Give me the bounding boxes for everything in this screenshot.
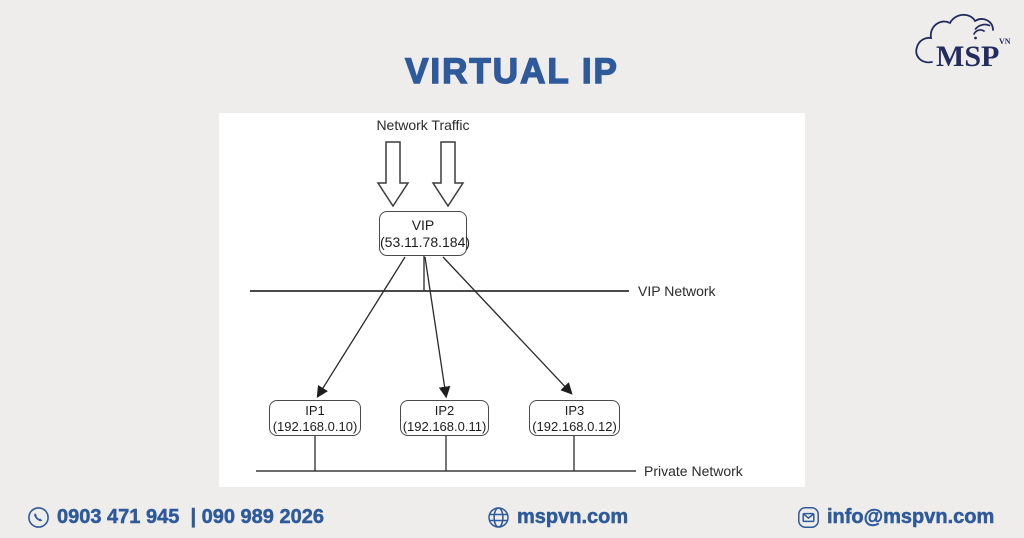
- logo-text: MSP: [936, 40, 999, 73]
- msp-logo: MSP VN: [915, 13, 1011, 73]
- ip-node-address: (192.168.0.10): [272, 418, 358, 434]
- footer-phone-numbers: 0903 471 945 | 090 989 2026: [57, 506, 324, 529]
- ip-node-name: IP3: [564, 403, 585, 418]
- footer-website-text: mspvn.com: [517, 506, 629, 529]
- ip-node-name: IP2: [434, 403, 455, 418]
- traffic-arrow-icon: [376, 141, 465, 208]
- ip-node-name: IP1: [305, 403, 325, 418]
- logo-superscript: VN: [999, 37, 1011, 46]
- cloud-icon: [915, 13, 994, 64]
- phone-icon: [28, 507, 49, 528]
- globe-icon: [488, 507, 509, 528]
- vip-network-label: VIP Network: [638, 283, 716, 299]
- ip-node-1: IP1 (192.168.0.10): [269, 400, 361, 436]
- network-traffic-label: Network Traffic: [376, 117, 470, 133]
- ip-node-3: IP3 (192.168.0.12): [529, 400, 620, 436]
- footer-phone: 0903 471 945 | 090 989 2026: [27, 506, 324, 529]
- footer-website: mspvn.com: [487, 506, 628, 529]
- ip-node-2: IP2 (192.168.0.11): [400, 400, 489, 436]
- wifi-icon: [973, 23, 991, 40]
- footer-email: info@mspvn.com: [797, 506, 995, 529]
- diagram-graphics: [250, 141, 636, 472]
- ip-node-address: (192.168.0.12): [532, 418, 617, 434]
- private-network-label: Private Network: [644, 463, 743, 479]
- diagram-panel: Network Traffic VIP Network Private Netw…: [219, 113, 805, 487]
- mail-icon: [798, 507, 819, 528]
- vip-node-name: VIP: [411, 217, 435, 233]
- ip-node-address: (192.168.0.11): [402, 418, 487, 434]
- page-title: VIRTUAL IP: [404, 51, 619, 91]
- footer-email-text: info@mspvn.com: [827, 506, 995, 529]
- connector-lines: [314, 256, 575, 471]
- vip-node: VIP (53.11.78.184): [379, 211, 471, 256]
- vip-node-address: (53.11.78.184): [380, 234, 471, 250]
